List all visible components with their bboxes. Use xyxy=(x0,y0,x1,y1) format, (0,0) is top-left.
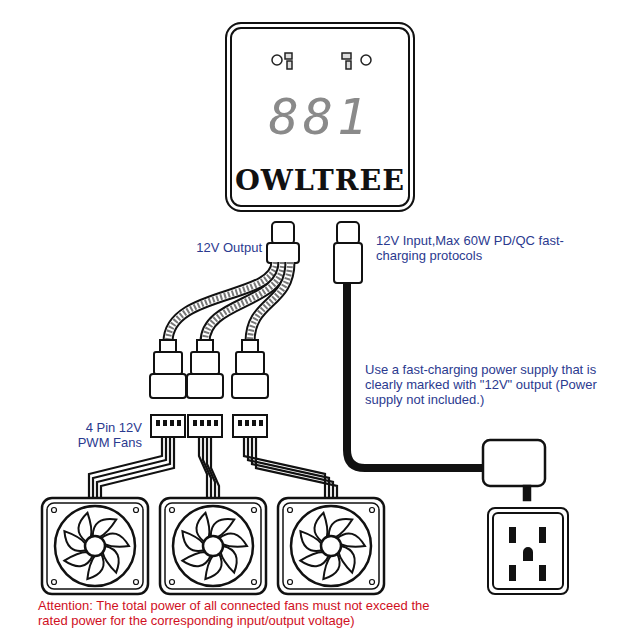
pwm-header xyxy=(233,415,267,437)
cable-fill xyxy=(250,262,290,342)
fan-wire xyxy=(252,437,333,499)
wall-outlet xyxy=(488,508,568,594)
fan-wire xyxy=(211,437,219,499)
pwm-header xyxy=(188,415,222,437)
braided-cables xyxy=(168,262,290,342)
cable-outline xyxy=(168,262,276,342)
cable-fill xyxy=(168,262,276,342)
brand-name: OWLTREE xyxy=(227,164,413,197)
annotation: Use a fast-charging power supply that is… xyxy=(365,362,627,407)
display-digits: 881 xyxy=(227,90,413,145)
fans xyxy=(42,498,384,594)
fan-connector xyxy=(187,340,223,398)
controller-box: 881OWLTREE xyxy=(225,22,415,212)
fan-connector xyxy=(232,340,268,398)
output-plug xyxy=(267,222,299,263)
power-adapter xyxy=(483,440,545,500)
annotation: 12V Output xyxy=(180,240,262,255)
pwm-header xyxy=(151,415,185,437)
pwm-fan xyxy=(42,498,148,594)
fan-connector xyxy=(150,340,186,398)
cable-braid xyxy=(250,262,290,342)
cable-outline xyxy=(250,262,290,342)
fan-connectors xyxy=(150,340,268,437)
fan-wire xyxy=(256,437,337,499)
cable-braid xyxy=(168,262,276,342)
pwm-fan xyxy=(160,498,266,594)
annotation: 4 Pin 12V PWM Fans xyxy=(62,420,142,450)
annotation: 12V Input,Max 60W PD/QC fast-charging pr… xyxy=(376,233,611,263)
status-icons xyxy=(272,53,371,69)
pwm-fan xyxy=(278,498,384,594)
warning-note: Attention: The total power of all connec… xyxy=(38,598,438,628)
